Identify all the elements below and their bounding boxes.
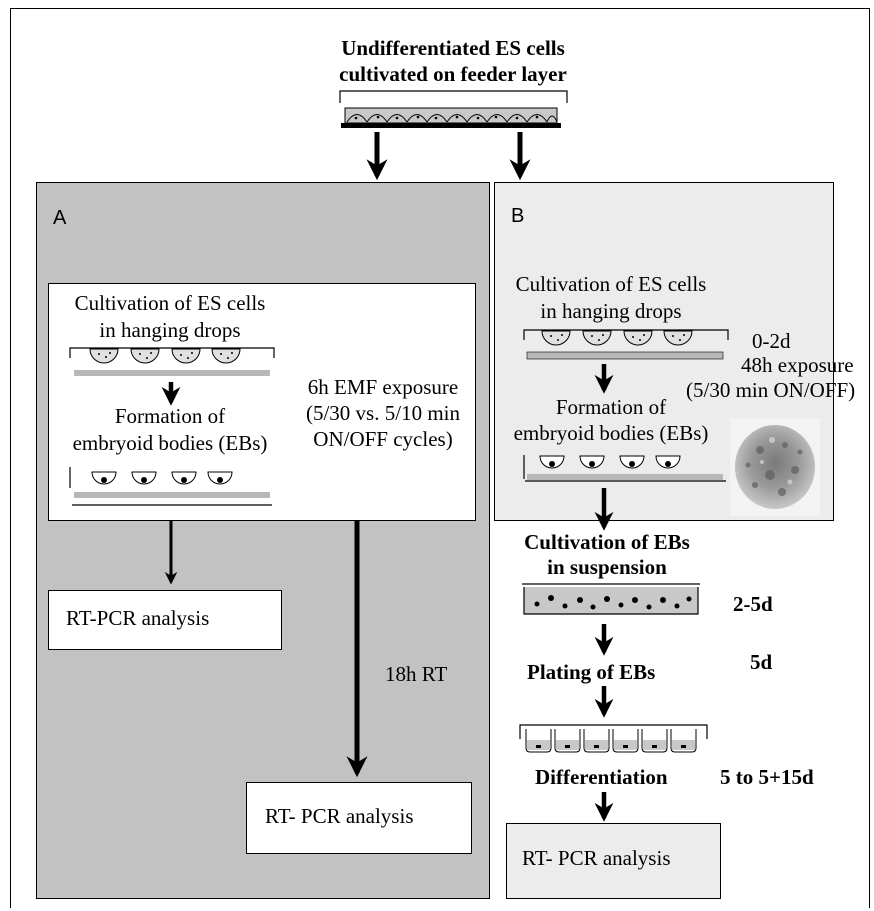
panel-a-rtpcr-box-1 [48, 590, 282, 650]
hanging-drops-dish-icon-b [523, 329, 729, 360]
final-rtpcr-label: RT- PCR analysis [522, 846, 671, 870]
embryoid-bodies-dish-icon-a [69, 467, 272, 506]
panel-b-formation-line1: Formation of [555, 395, 667, 419]
figure-frame [10, 8, 870, 908]
header-title-line1: Undifferentiated ES cells [341, 36, 565, 60]
embryoid-body-micrograph [730, 418, 820, 516]
multiwell-plate-icon [519, 724, 708, 753]
panel-a-culture-box [48, 283, 476, 521]
panel-a-hanging-line2: in hanging drops [99, 318, 241, 342]
panel-a-rtpcr-label-2: RT- PCR analysis [265, 804, 414, 828]
panel-a-exposure-line1: 6h EMF exposure [307, 375, 459, 399]
panel-a-rtpcr-label-1: RT-PCR analysis [66, 606, 210, 630]
panel-b-time-0-2d: 0-2d [752, 329, 791, 353]
panel-b-hanging-line1: Cultivation of ES cells [515, 272, 707, 296]
step-plating-label: Plating of EBs [527, 660, 656, 684]
feeder-layer-dish-icon [339, 90, 568, 128]
panel-b-hanging-line2: in hanging drops [540, 299, 682, 323]
embryoid-bodies-dish-icon-b [523, 455, 726, 482]
panel-b-exposure-line2: (5/30 min ON/OFF) [686, 378, 856, 402]
panel-b-label: B [511, 205, 525, 227]
step-suspension-time: 2-5d [733, 592, 773, 616]
suspension-dish-icon [522, 583, 700, 615]
panel-a-18h-rt-label: 18h RT [385, 662, 448, 686]
header-title-line2: cultivated on feeder layer [339, 62, 567, 86]
panel-a-rtpcr-box-2 [246, 782, 472, 854]
final-rtpcr-box [506, 823, 721, 899]
panel-b-formation-line2: embryoid bodies (EBs) [513, 421, 709, 445]
panel-b-exposure-line1: 48h exposure [741, 353, 854, 377]
step-differentiation-time: 5 to 5+15d [720, 765, 814, 789]
step-differentiation-label: Differentiation [535, 765, 668, 789]
panel-a-label: A [53, 207, 67, 229]
panel-a-formation-line2: embryoid bodies (EBs) [72, 431, 268, 455]
panel-a-exposure-line3: ON/OFF cycles) [313, 427, 453, 451]
panel-a-hanging-line1: Cultivation of ES cells [74, 291, 266, 315]
panel-a-formation-line1: Formation of [114, 404, 226, 428]
panel-a-exposure-line2: (5/30 vs. 5/10 min [305, 401, 460, 425]
step-plating-time: 5d [750, 650, 773, 674]
step-suspension-line1: Cultivation of EBs [524, 530, 690, 554]
hanging-drops-dish-icon-a [69, 347, 275, 376]
step-suspension-line2: in suspension [547, 555, 667, 579]
